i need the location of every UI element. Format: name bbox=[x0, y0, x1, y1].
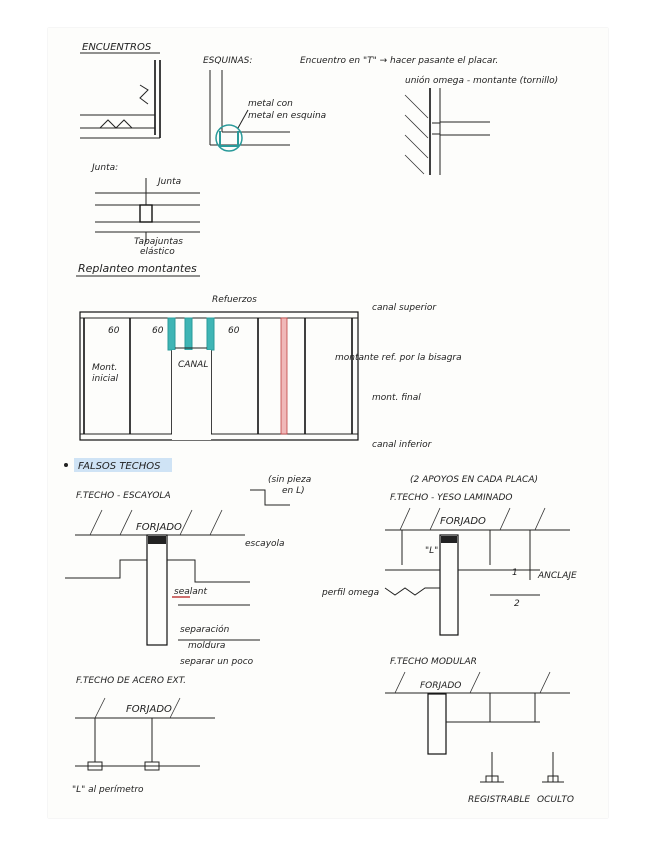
yeso-note: (2 APOYOS EN CADA PLACA) bbox=[410, 475, 538, 485]
mont-inicial-label-1: Mont. bbox=[92, 363, 117, 373]
dim-3: 60 bbox=[228, 326, 240, 336]
yeso-title: F.TECHO - YESO LAMINADO bbox=[390, 493, 513, 503]
dim-2: 60 bbox=[152, 326, 164, 336]
moldura-label: moldura bbox=[188, 641, 225, 651]
acero-title: F.TECHO DE ACERO EXT. bbox=[76, 676, 186, 686]
junta-detail bbox=[95, 178, 200, 242]
canal-label: CANAL bbox=[178, 360, 208, 370]
replanteo-title: Replanteo montantes bbox=[78, 262, 197, 275]
yeso-l-label: "L" bbox=[425, 546, 438, 556]
stud-layout-elevation bbox=[79, 311, 359, 441]
perfil-omega-label: perfil omega bbox=[321, 588, 379, 598]
separacion-label: separación bbox=[180, 624, 230, 635]
oculto-label: OCULTO bbox=[537, 795, 574, 805]
notebook-page bbox=[48, 28, 608, 818]
acero-detail bbox=[75, 697, 215, 771]
mont-final-label: mont. final bbox=[372, 393, 421, 403]
sin-pieza-1: (sin pieza bbox=[268, 475, 311, 485]
metal-note-2: metal en esquina bbox=[248, 111, 326, 121]
yeso-num-1: 1 bbox=[512, 568, 518, 578]
corner-detail-2 bbox=[209, 70, 290, 152]
tapajuntas-label: Tapajuntas bbox=[134, 237, 183, 247]
escayola-detail bbox=[65, 489, 290, 646]
acero-l-label: "L" al perímetro bbox=[72, 785, 144, 795]
escayola-label: escayola bbox=[245, 539, 285, 549]
yeso-num-2: 2 bbox=[514, 599, 520, 609]
acero-forjado: FORJADO bbox=[126, 704, 172, 715]
registrable-label: REGISTRABLE bbox=[468, 795, 530, 805]
junta-title: Junta: bbox=[90, 163, 118, 173]
mont-inicial-label-2: inicial bbox=[92, 374, 119, 384]
dim-1: 60 bbox=[108, 326, 120, 336]
t-junction-detail bbox=[404, 88, 490, 175]
esquinas-label: ESQUINAS: bbox=[203, 56, 252, 66]
escayola-forjado: FORJADO bbox=[136, 522, 182, 533]
yeso-forjado: FORJADO bbox=[440, 516, 486, 527]
canal-inferior-label: canal inferior bbox=[372, 440, 433, 450]
encuentros-title: ENCUENTROS bbox=[82, 42, 152, 53]
junta-label: Junta bbox=[156, 177, 181, 187]
anclaje-label: ANCLAJE bbox=[537, 571, 577, 581]
separar-label: separar un poco bbox=[180, 657, 254, 667]
refuerzos-label: Refuerzos bbox=[212, 295, 257, 305]
canal-superior-label: canal superior bbox=[372, 303, 437, 313]
union-omega-note: unión omega - montante (tornillo) bbox=[405, 75, 558, 86]
sealant-label: sealant bbox=[174, 587, 207, 597]
corner-detail-1 bbox=[80, 60, 161, 139]
yeso-detail bbox=[384, 507, 570, 636]
encuentro-t-note: Encuentro en "T" → hacer pasante el plac… bbox=[300, 56, 498, 66]
modular-detail bbox=[385, 671, 570, 783]
modular-title: F.TECHO MODULAR bbox=[390, 657, 477, 667]
modular-forjado: FORJADO bbox=[420, 681, 461, 691]
montante-ref-label: montante ref. por la bisagra bbox=[335, 353, 462, 363]
elastico-label: elástico bbox=[140, 247, 175, 257]
sin-pieza-2: en L) bbox=[282, 486, 305, 496]
escayola-title: F.TECHO - ESCAYOLA bbox=[76, 491, 171, 501]
metal-note-1: metal con bbox=[248, 99, 293, 109]
falsos-techos-title: FALSOS TECHOS bbox=[78, 461, 161, 472]
